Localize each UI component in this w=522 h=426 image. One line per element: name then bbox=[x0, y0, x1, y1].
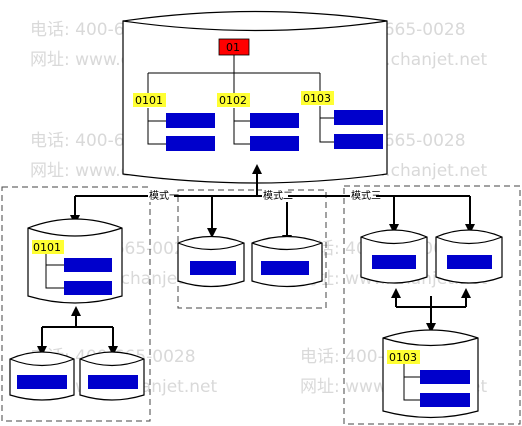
mode1-replica-db bbox=[79, 351, 145, 401]
data-block bbox=[334, 134, 383, 149]
data-block bbox=[420, 393, 470, 407]
mode3-database bbox=[360, 229, 428, 284]
data-block bbox=[88, 375, 138, 389]
data-block bbox=[250, 113, 299, 128]
node-0101-label: 0101 bbox=[33, 241, 61, 254]
data-block bbox=[64, 258, 112, 272]
data-block bbox=[17, 375, 67, 389]
node-0103-label: 0103 bbox=[389, 351, 417, 364]
mode3-box bbox=[343, 185, 521, 425]
mode1-box bbox=[1, 186, 151, 422]
mode3-sync-connectors bbox=[391, 288, 471, 333]
mode2-label: 模式二 bbox=[263, 189, 293, 202]
branch-0103-label: 0103 bbox=[303, 92, 331, 105]
data-block bbox=[166, 136, 215, 151]
data-block bbox=[334, 110, 383, 125]
mode2-database bbox=[177, 235, 245, 288]
mode1-replica-db bbox=[9, 351, 75, 401]
root-node bbox=[218, 38, 250, 56]
data-block bbox=[372, 255, 416, 269]
data-block bbox=[250, 136, 299, 151]
mode3-database bbox=[435, 229, 503, 284]
node-0101-highlight bbox=[32, 240, 64, 254]
data-block bbox=[261, 261, 309, 275]
data-block bbox=[420, 370, 470, 384]
data-block bbox=[447, 255, 492, 269]
branch-0102-label: 0102 bbox=[219, 94, 247, 107]
mode2-database bbox=[251, 235, 323, 288]
root-node-label: 01 bbox=[226, 41, 240, 54]
node-0103-highlight bbox=[387, 350, 420, 364]
branch-0103-highlight bbox=[301, 91, 334, 105]
central-database: 01 0101 0102 0103 bbox=[122, 10, 388, 184]
mode1-label: 模式一 bbox=[149, 189, 179, 202]
branch-0101-highlight bbox=[133, 93, 166, 107]
data-block bbox=[64, 281, 112, 295]
mode3-label: 模式三 bbox=[351, 189, 381, 202]
mode1-database: 0101 bbox=[27, 218, 123, 304]
data-block bbox=[190, 261, 236, 275]
data-block bbox=[166, 113, 215, 128]
mode3-central-db: 0103 bbox=[382, 329, 479, 419]
branch-0102-highlight bbox=[217, 93, 250, 107]
branch-0101-label: 0101 bbox=[135, 94, 163, 107]
